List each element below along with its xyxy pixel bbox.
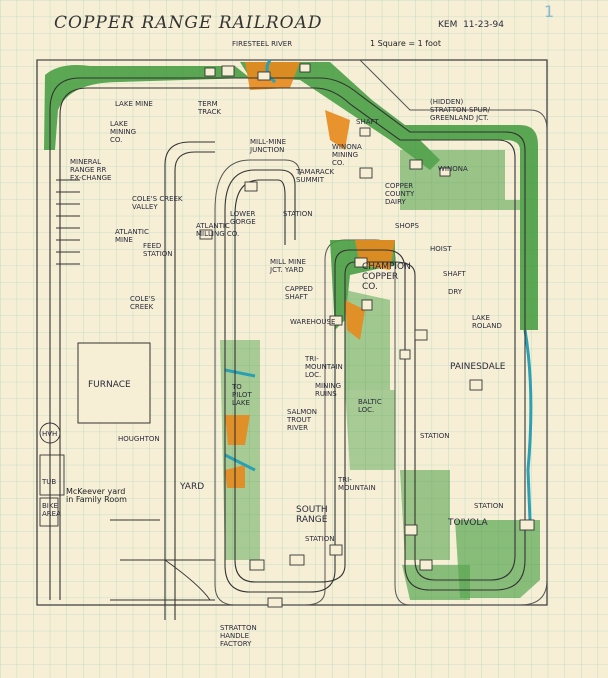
label-mill-mine-junction: MILL-MINE JUNCTION bbox=[250, 138, 287, 154]
label-station-a: STATION bbox=[283, 210, 313, 218]
label-salmon-trout-river: SALMON TROUT RIVER bbox=[287, 408, 318, 432]
label-warehouse: WAREHOUSE bbox=[290, 318, 336, 326]
label-champion-copper: CHAMPION COPPER CO. bbox=[362, 262, 411, 292]
label-coles-creek-valley: COLE'S CREEK VALLEY bbox=[132, 195, 183, 211]
label-lake-roland: LAKE ROLAND bbox=[472, 314, 502, 330]
label-toivola: TOIVOLA bbox=[448, 518, 488, 528]
page-number: 1 bbox=[544, 2, 555, 21]
label-station-c: STATION bbox=[305, 535, 335, 543]
label-mill-mine-yard: MILL MINE JCT. YARD bbox=[270, 258, 306, 274]
label-station-b: STATION bbox=[420, 432, 450, 440]
label-winona-mining: WINONA MINING CO. bbox=[332, 143, 362, 167]
label-stratton-handle-factory: STRATTON HANDLE FACTORY bbox=[220, 624, 257, 648]
label-hoist: HOIST bbox=[430, 245, 452, 253]
label-mckeever-yard: McKeever yard in Family Room bbox=[66, 487, 127, 504]
label-atlantic-mill: ATLANTIC MILLING CO. bbox=[196, 222, 240, 238]
buildings bbox=[77, 63, 535, 608]
rivers bbox=[224, 59, 533, 521]
label-dry: DRY bbox=[448, 288, 463, 296]
label-mineral-range-exchange: MINERAL RANGE RR EX-CHANGE bbox=[70, 158, 112, 182]
utility-area bbox=[39, 179, 211, 601]
label-mining-ruins: MINING RUINS bbox=[315, 382, 342, 398]
label-houghton: HOUGHTON bbox=[118, 435, 160, 443]
label-lake-mine: LAKE MINE bbox=[115, 100, 153, 108]
label-shops: SHOPS bbox=[395, 222, 419, 230]
label-tub: TUB bbox=[42, 478, 57, 486]
label-winona: WINONA bbox=[438, 165, 468, 173]
label-hidden-spur: (HIDDEN) STRATTON SPUR/ GREENLAND JCT. bbox=[430, 98, 490, 122]
label-feed-station: FEED STATION bbox=[143, 242, 173, 258]
label-lake-mining-co: LAKE MINING CO. bbox=[110, 120, 137, 144]
label-shaft-top: SHAFT bbox=[356, 118, 379, 126]
label-furnace: FURNACE bbox=[88, 380, 131, 390]
label-trimountain-loc: TRI- MOUNTAIN LOC. bbox=[305, 355, 343, 379]
label-coles-creek: COLE'S CREEK bbox=[130, 295, 156, 311]
label-station-d: STATION bbox=[474, 502, 504, 510]
author-date: KEM 11-23-94 bbox=[438, 20, 504, 30]
label-baltic-loc: BALTIC LOC. bbox=[358, 398, 382, 414]
label-atlantic-mine: ATLANTIC MINE bbox=[115, 228, 149, 244]
label-capped-shaft: CAPPED SHAFT bbox=[285, 285, 313, 301]
label-painesdale: PAINESDALE bbox=[450, 362, 506, 372]
scale-note: 1 Square = 1 foot bbox=[370, 39, 441, 48]
label-tamarack-summit: TAMARACK SUMMIT bbox=[296, 168, 335, 184]
page-title: COPPER RANGE RAILROAD bbox=[54, 13, 323, 33]
label-bike-area: BIKE AREA bbox=[42, 502, 61, 518]
label-firesteel-river: FIRESTEEL RIVER bbox=[232, 40, 293, 48]
label-hvh: HVH bbox=[42, 430, 58, 438]
label-copper-county-dairy: COPPER COUNTY DAIRY bbox=[385, 182, 415, 206]
label-south-range: SOUTH RANGE bbox=[296, 505, 328, 525]
label-to-pilot-lake: TO PILOT LAKE bbox=[232, 383, 252, 407]
label-trimountain-2: TRI- MOUNTAIN bbox=[338, 476, 376, 492]
track bbox=[49, 77, 526, 620]
label-yard: YARD bbox=[180, 482, 205, 492]
label-lower-gorge: LOWER GORGE bbox=[230, 210, 256, 226]
label-shaft-2: SHAFT bbox=[443, 270, 466, 278]
label-term-track: TERM TRACK bbox=[198, 100, 221, 116]
